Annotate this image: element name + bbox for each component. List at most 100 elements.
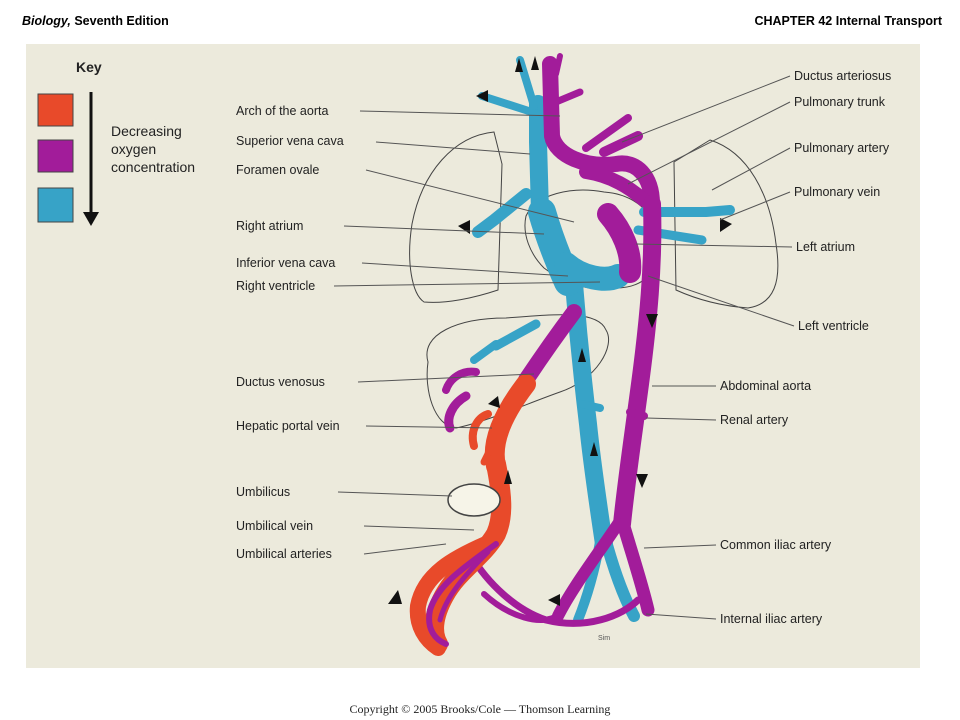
label-inferior-vena-cava: Inferior vena cava [236, 256, 335, 270]
arrow-ivc-up [578, 348, 586, 362]
arrow-ivc-up-2 [590, 442, 598, 456]
arrow-aorta-down-1 [646, 314, 658, 328]
renal-vein [578, 400, 604, 412]
cord-purple-1 [426, 541, 499, 647]
leader-right-atrium [343, 225, 545, 235]
header-chapter: CHAPTER 42 Internal Transport [754, 14, 942, 28]
copyright-notice: Copyright © 2005 Brooks/Cole — Thomson L… [349, 702, 611, 716]
label-superior-vena-cava: Superior vena cava [236, 134, 344, 148]
label-ductus-arteriosus: Ductus arteriosus [794, 69, 891, 83]
fetal-circulation-figure: Key Decreasing oxygen concentration [26, 44, 920, 668]
leader-pulmonary-vein [719, 191, 791, 221]
svc-branch-up [516, 56, 538, 110]
label-internal-iliac-artery: Internal iliac artery [720, 612, 823, 626]
aortic-branch-left [582, 114, 632, 152]
leader-common-iliac-artery [643, 544, 717, 549]
svc-branch-left [478, 92, 542, 118]
renal-artery-vessel [626, 408, 648, 420]
left-ventricle-chamber [597, 203, 642, 283]
key: Key Decreasing oxygen concentration [37, 59, 195, 226]
label-pulmonary-trunk: Pulmonary trunk [794, 95, 886, 109]
label-umbilical-arteries: Umbilical arteries [236, 547, 332, 561]
arrow-hepatic [488, 396, 500, 408]
key-title: Key [76, 59, 102, 75]
fetal-circulation-diagram: Key Decreasing oxygen concentration [37, 53, 891, 656]
left-common-iliac [552, 518, 624, 622]
leader-pulmonary-artery [711, 147, 791, 191]
labels-left: Arch of the aorta Superior vena cava For… [236, 104, 344, 561]
hepatic-blue-branch [491, 319, 541, 351]
leader-left-ventricle [647, 275, 795, 327]
label-hepatic-portal-vein: Hepatic portal vein [236, 419, 340, 433]
umbilicus-ring [447, 483, 501, 517]
vessels-oxygen-poor [470, 56, 735, 625]
arrow-aorta-down-2 [636, 474, 648, 488]
leader-superior-vena-cava [375, 141, 531, 155]
key-arrow-head [83, 212, 99, 226]
leader-umbilical-vein [363, 525, 475, 531]
leader-ductus-arteriosus [621, 75, 791, 143]
key-swatch-mixed [37, 139, 74, 173]
pulmonary-trunk-vessel [579, 165, 651, 207]
leader-pulmonary-trunk [627, 101, 791, 185]
hepatic-blue-branch-2 [470, 340, 500, 364]
hepatic-purple-branch-2 [442, 367, 480, 394]
leader-internal-iliac-artery [645, 613, 717, 620]
key-line-3: concentration [111, 159, 195, 175]
hepatic-portal-branch-2 [480, 430, 502, 466]
arrow-up-svc [515, 58, 523, 72]
leader-right-ventricle [333, 281, 601, 287]
cord-purple-2 [437, 549, 491, 623]
right-ventricle-chamber [554, 252, 630, 291]
key-line-2: oxygen [111, 141, 156, 157]
label-left-ventricle: Left ventricle [798, 319, 869, 333]
label-renal-artery: Renal artery [720, 413, 789, 427]
key-line-1: Decreasing [111, 123, 182, 139]
leader-lines-right [621, 75, 795, 620]
hepatic-portal-vessel [484, 374, 536, 476]
cord-red [409, 536, 494, 656]
leader-ductus-venosus [357, 373, 535, 383]
inferior-vena-cava-vessel [565, 275, 613, 553]
leader-lines-left [333, 110, 601, 555]
leader-renal-artery [645, 417, 717, 421]
umbilical-artery-2 [481, 591, 563, 624]
labels-right: Ductus arteriosus Pulmonary trunk Pulmon… [720, 69, 891, 626]
arrow-uv-up [504, 470, 512, 484]
vessels-mixed [442, 53, 662, 627]
book-edition: Seventh Edition [74, 14, 169, 28]
key-swatch-oxygen-rich [37, 93, 74, 127]
upper-right-vessel [553, 53, 563, 77]
leader-umbilicus [337, 491, 453, 497]
pulmonary-vein-left [639, 205, 735, 217]
pulmonary-artery-right [472, 188, 532, 238]
arrow-up-aorta [531, 56, 539, 70]
leader-arch-aorta [359, 110, 561, 117]
ductus-arteriosus-vessel [599, 131, 643, 157]
label-left-atrium: Left atrium [796, 240, 855, 254]
left-lung-outline [673, 139, 779, 309]
arrow-lung-right [458, 220, 470, 234]
label-ductus-venosus: Ductus venosus [236, 375, 325, 389]
leader-foramen-ovale [365, 169, 575, 223]
arrow-cord-out [388, 590, 402, 604]
label-pulmonary-vein: Pulmonary vein [794, 185, 880, 199]
book-title: Biology, [22, 14, 71, 28]
arrow-lung-left [720, 218, 732, 232]
label-right-ventricle: Right ventricle [236, 279, 315, 293]
artist-signature: Sim [598, 635, 610, 642]
label-foramen-ovale: Foramen ovale [236, 163, 319, 177]
leader-inferior-vena-cava [361, 262, 569, 277]
label-umbilicus: Umbilicus [236, 485, 290, 499]
leader-left-atrium [635, 243, 793, 248]
hepatic-purple-branch [444, 391, 471, 433]
label-arch-of-the-aorta: Arch of the aorta [236, 104, 328, 118]
label-umbilical-vein: Umbilical vein [236, 519, 313, 533]
label-abdominal-aorta: Abdominal aorta [720, 379, 811, 393]
leader-hepatic-portal-vein [365, 425, 493, 429]
right-common-iliac [615, 513, 655, 617]
flow-arrows [388, 56, 732, 606]
superior-vena-cava-vessel [529, 95, 549, 221]
label-pulmonary-artery: Pulmonary artery [794, 141, 890, 155]
descending-aorta-vessel [613, 195, 662, 533]
